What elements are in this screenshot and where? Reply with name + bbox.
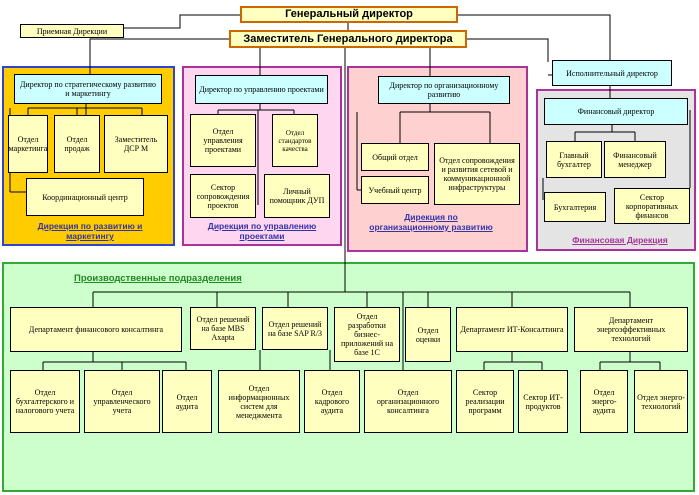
pm-office-box: Отдел управления проектами bbox=[190, 114, 256, 167]
executive-director-box: Исполнительный директор bbox=[552, 60, 672, 86]
deputy-director-box: Заместитель Генерального директора bbox=[229, 30, 467, 48]
fin-manager-box: Финансовый менеджер bbox=[604, 141, 666, 178]
valuation-dept-box: Отдел оценки bbox=[405, 307, 451, 362]
hr-audit-box: Отдел кадрового аудита bbox=[304, 370, 360, 433]
general-dept-box: Общий отдел bbox=[361, 143, 429, 171]
general-director-box: Генеральный директор bbox=[240, 6, 458, 23]
info-systems-box: Отдел информационных систем для менеджме… bbox=[218, 370, 300, 433]
projects-director-box: Директор по управлению проектами bbox=[195, 75, 328, 104]
mgmt-accounting-box: Отдел управленческого учета bbox=[84, 370, 160, 433]
it-consulting-dept-box: Департамент ИТ-Консалтинга bbox=[456, 307, 568, 352]
production-caption: Производственные подразделения bbox=[74, 273, 242, 284]
marketing-dept-box: Отдел маркетинга bbox=[8, 115, 48, 173]
projects-caption: Дирекция по управлению проектами bbox=[207, 221, 317, 241]
corp-finance-box: Сектор корпоративных финансов bbox=[614, 188, 690, 224]
dsr-deputy-box: Заместитель ДСР М bbox=[104, 115, 168, 173]
finance-director-box: Финансовый директор bbox=[544, 98, 688, 125]
network-dept-box: Отдел сопровождения и развития сетевой и… bbox=[434, 143, 520, 205]
chief-accountant-box: Главный бухгалтер bbox=[546, 141, 602, 178]
accounting-box: Бухгалтерия bbox=[544, 192, 606, 222]
onec-dept-box: Отдел разработки бизнес-приложений на ба… bbox=[334, 307, 400, 362]
support-sector-box: Сектор сопровождения проектов bbox=[190, 174, 256, 218]
fin-consulting-dept-box: Департамент финансового консалтинга bbox=[10, 307, 182, 352]
it-products-box: Сектор ИТ-продуктов bbox=[518, 370, 568, 433]
energy-audit-box: Отдел энерго-аудита bbox=[580, 370, 628, 433]
accounting-tax-box: Отдел бухгалтерского и налогового учета bbox=[10, 370, 80, 433]
finance-caption: Финансовая Дирекция bbox=[572, 235, 668, 245]
energy-dept-box: Департамент энергоэффективных технологий bbox=[574, 307, 688, 352]
personal-assistant-box: Личный помощник ДУП bbox=[264, 174, 330, 218]
org-consulting-box: Отдел организационного консалтинга bbox=[364, 370, 452, 433]
strategy-director-box: Директор по стратегическому развитию и м… bbox=[14, 74, 162, 104]
strategy-caption: Дирекция по развитию и маркетингу bbox=[37, 221, 143, 241]
reception-box: Приемная Дирекции bbox=[20, 24, 124, 38]
standards-dept-box: Отдел стандартов качества bbox=[272, 114, 318, 167]
audit-box: Отдел аудита bbox=[162, 370, 212, 433]
mbs-dept-box: Отдел решений на базе MBS Axapta bbox=[190, 307, 256, 350]
org-director-box: Директор по организационному развитию bbox=[378, 76, 510, 104]
energy-tech-box: Отдел энерго-технологий bbox=[634, 370, 688, 433]
org-caption: Дирекция по организационному развитию bbox=[369, 212, 493, 232]
sales-dept-box: Отдел продаж bbox=[54, 115, 100, 173]
sap-dept-box: Отдел решений на базе SAP R/3 bbox=[262, 307, 328, 350]
coordination-center-box: Координационный центр bbox=[26, 178, 144, 216]
training-center-box: Учебный центр bbox=[361, 176, 429, 204]
program-sector-box: Сектор реализации программ bbox=[456, 370, 514, 433]
